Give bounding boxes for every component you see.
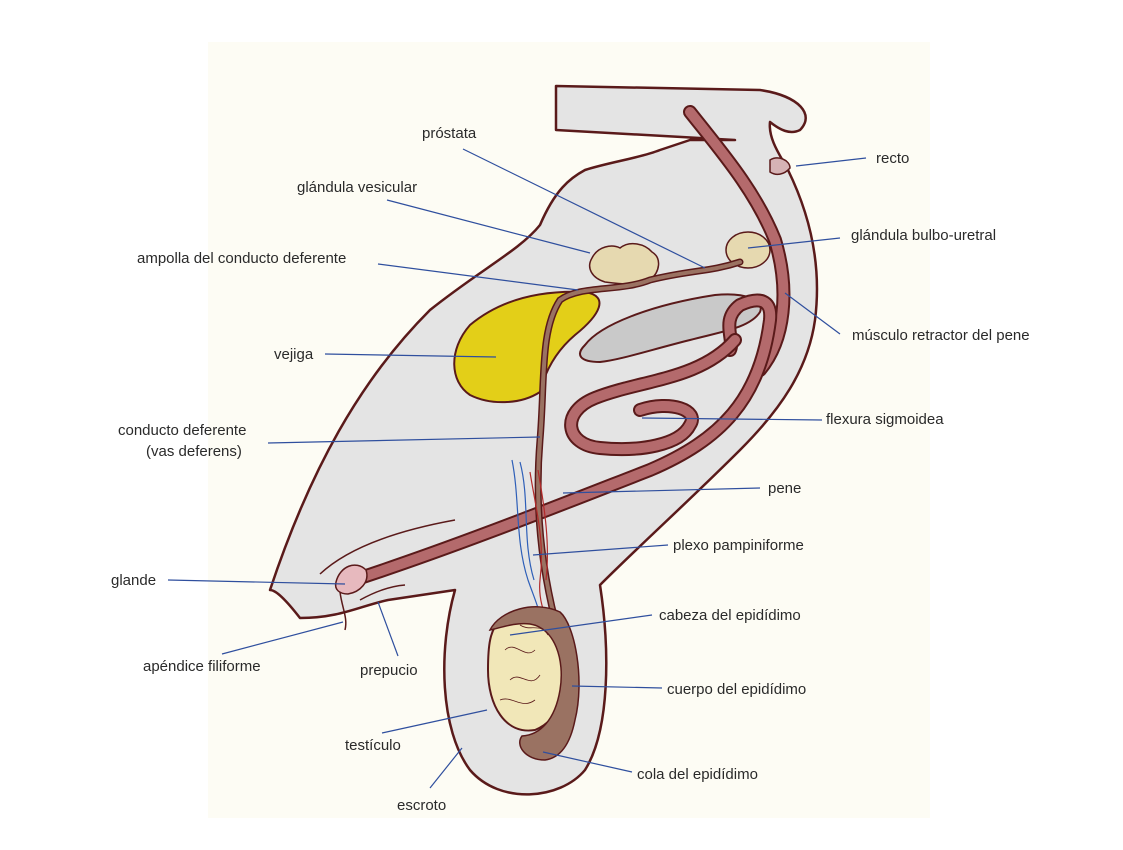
label-vejiga: vejiga xyxy=(274,346,314,363)
label-conducto-deferente: conducto deferente xyxy=(118,422,246,439)
label-cabeza: cabeza del epidídimo xyxy=(659,607,801,624)
label-apendice: apéndice filiforme xyxy=(143,658,261,675)
label-plexo: plexo pampiniforme xyxy=(673,537,804,554)
label-cuerpo: cuerpo del epidídimo xyxy=(667,681,806,698)
label-vas-deferens: (vas deferens) xyxy=(146,443,242,460)
label-testiculo: testículo xyxy=(345,737,401,754)
label-glandula-vesicular: glándula vesicular xyxy=(297,179,417,196)
label-pene: pene xyxy=(768,480,801,497)
label-prepucio: prepucio xyxy=(360,662,418,679)
label-bulbo-uretral: glándula bulbo-uretral xyxy=(851,227,996,244)
label-musculo-retractor: músculo retractor del pene xyxy=(852,327,1030,344)
label-prostata: próstata xyxy=(422,125,477,142)
label-glande: glande xyxy=(111,572,156,589)
label-recto: recto xyxy=(876,150,909,167)
label-flexura: flexura sigmoidea xyxy=(826,411,944,428)
label-escroto: escroto xyxy=(397,797,446,814)
label-cola: cola del epidídimo xyxy=(637,766,758,783)
label-ampolla: ampolla del conducto deferente xyxy=(137,250,346,267)
